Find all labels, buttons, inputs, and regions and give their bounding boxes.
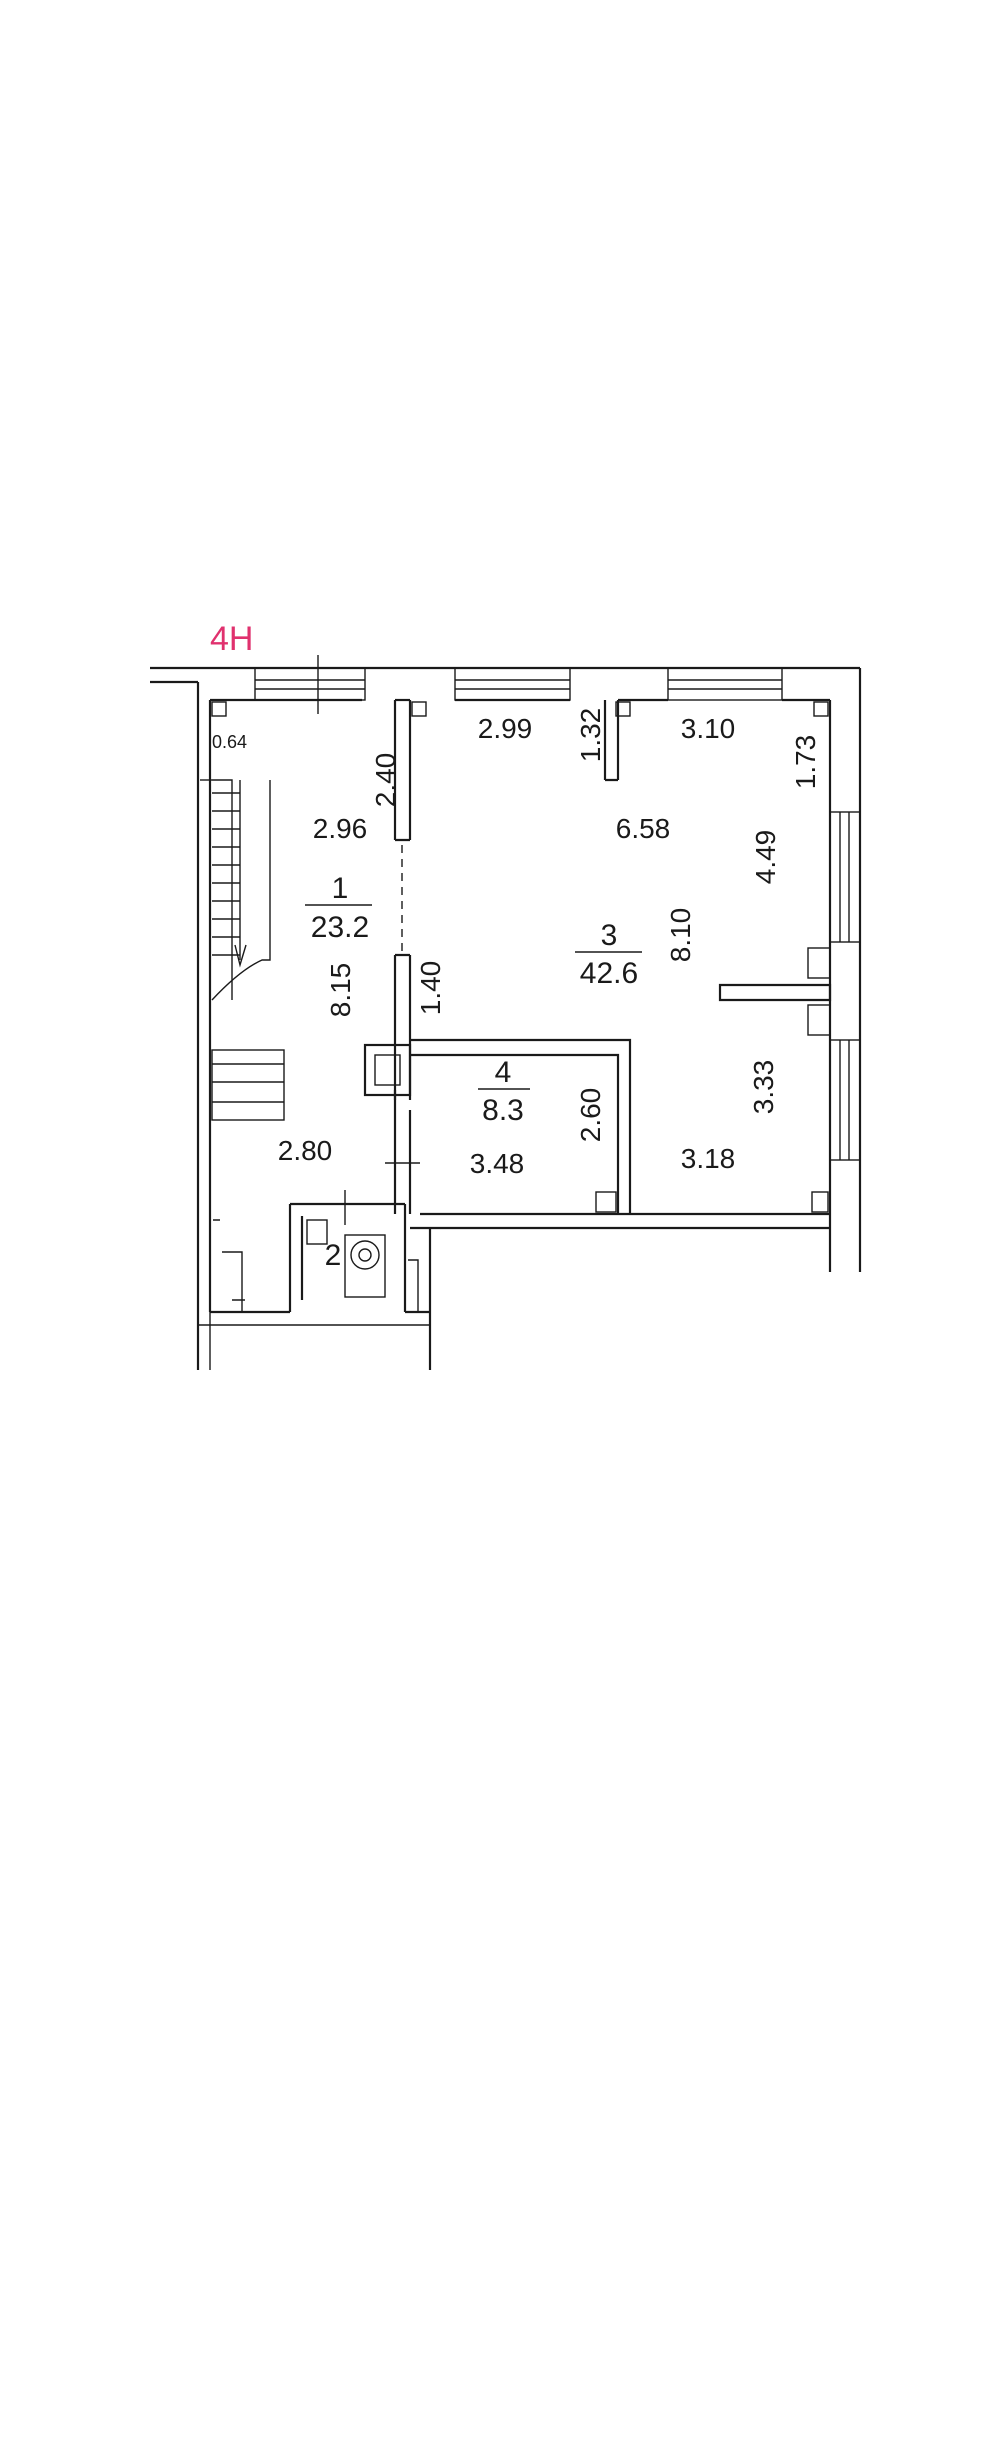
- room-4-walls: [363, 1038, 829, 1214]
- svg-text:4: 4: [495, 1056, 512, 1089]
- dim-1.73: 1.73: [790, 735, 821, 790]
- dim-2.99: 2.99: [478, 713, 533, 744]
- room-4-label: 4 8.3: [478, 1056, 530, 1127]
- dimension-labels: 0.64 2.40 2.96 8.15 1.40 2.80 2.99 1.32 …: [212, 708, 821, 1179]
- dim-3.33: 3.33: [748, 1060, 779, 1115]
- dim-8.15: 8.15: [325, 963, 356, 1018]
- dim-0.64: 0.64: [212, 732, 247, 752]
- window-right-upper: [829, 811, 861, 943]
- window-top-left: [254, 655, 366, 714]
- dim-2.80: 2.80: [278, 1135, 333, 1166]
- room-2-label: 2: [325, 1239, 342, 1272]
- exterior-walls: [150, 666, 862, 1370]
- dim-2.40: 2.40: [370, 753, 401, 808]
- svg-text:8.3: 8.3: [482, 1094, 524, 1127]
- wall-bottom-outer: [198, 1312, 430, 1370]
- dim-1.32: 1.32: [575, 708, 606, 763]
- dim-4.49: 4.49: [750, 830, 781, 885]
- tick: [209, 1219, 220, 1225]
- cabinet-room-1: [211, 1049, 285, 1121]
- room-2-walls: [222, 1190, 419, 1312]
- window-top-middle: [454, 667, 571, 701]
- dim-3.48: 3.48: [470, 1148, 525, 1179]
- window-top-right: [667, 667, 783, 701]
- svg-text:1: 1: [332, 872, 349, 905]
- svg-text:42.6: 42.6: [580, 957, 638, 990]
- dim-1.40: 1.40: [415, 961, 446, 1016]
- svg-text:23.2: 23.2: [311, 911, 369, 944]
- staircase: [200, 779, 271, 1001]
- room-3-label: 3 42.6: [575, 919, 642, 990]
- dim-6.58: 6.58: [616, 813, 671, 844]
- dim-3.18: 3.18: [681, 1143, 736, 1174]
- svg-text:3: 3: [601, 919, 618, 952]
- section-marker: 4Н: [210, 620, 253, 658]
- dim-8.10: 8.10: [665, 908, 696, 963]
- room-1-label: 1 23.2: [305, 872, 372, 944]
- dim-2.96: 2.96: [313, 813, 368, 844]
- window-right-lower: [829, 1039, 861, 1161]
- svg-text:2: 2: [325, 1239, 342, 1272]
- dim-2.60: 2.60: [575, 1088, 606, 1143]
- dim-3.10: 3.10: [681, 713, 736, 744]
- wall-room-1-4: [393, 1090, 412, 1214]
